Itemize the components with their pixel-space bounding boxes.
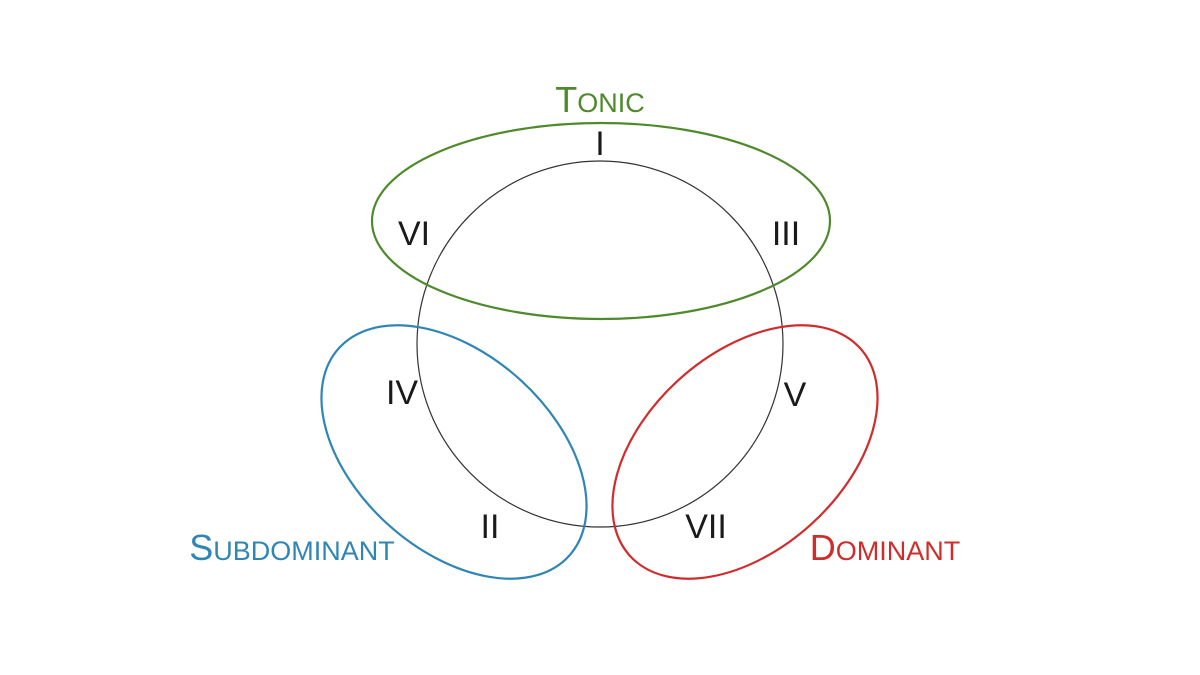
numeral-IV: IV [386, 374, 418, 412]
degree-circle [416, 160, 784, 528]
tonic-label: TONIC [555, 79, 645, 120]
numeral-VII: VII [685, 508, 727, 546]
tonic-label-rest: ONIC [577, 88, 645, 118]
dominant-label: DOMINANT [810, 527, 961, 568]
subdominant-ellipse [320, 324, 588, 580]
subdominant-label: SUBDOMINANT [189, 527, 395, 568]
numeral-III: III [772, 215, 800, 253]
numeral-V: V [784, 376, 807, 414]
tonic-ellipse [370, 121, 832, 321]
numeral-II: II [481, 508, 500, 546]
numeral-I: I [595, 125, 604, 163]
dominant-label-rest: OMINANT [836, 536, 961, 566]
subdominant-label-rest: UBDOMINANT [213, 536, 395, 566]
numeral-VI: VI [398, 215, 430, 253]
subdominant-label-cap: S [189, 527, 213, 568]
dominant-ellipse [611, 324, 879, 580]
tonic-label-cap: T [555, 79, 577, 120]
dominant-label-cap: D [810, 527, 836, 568]
